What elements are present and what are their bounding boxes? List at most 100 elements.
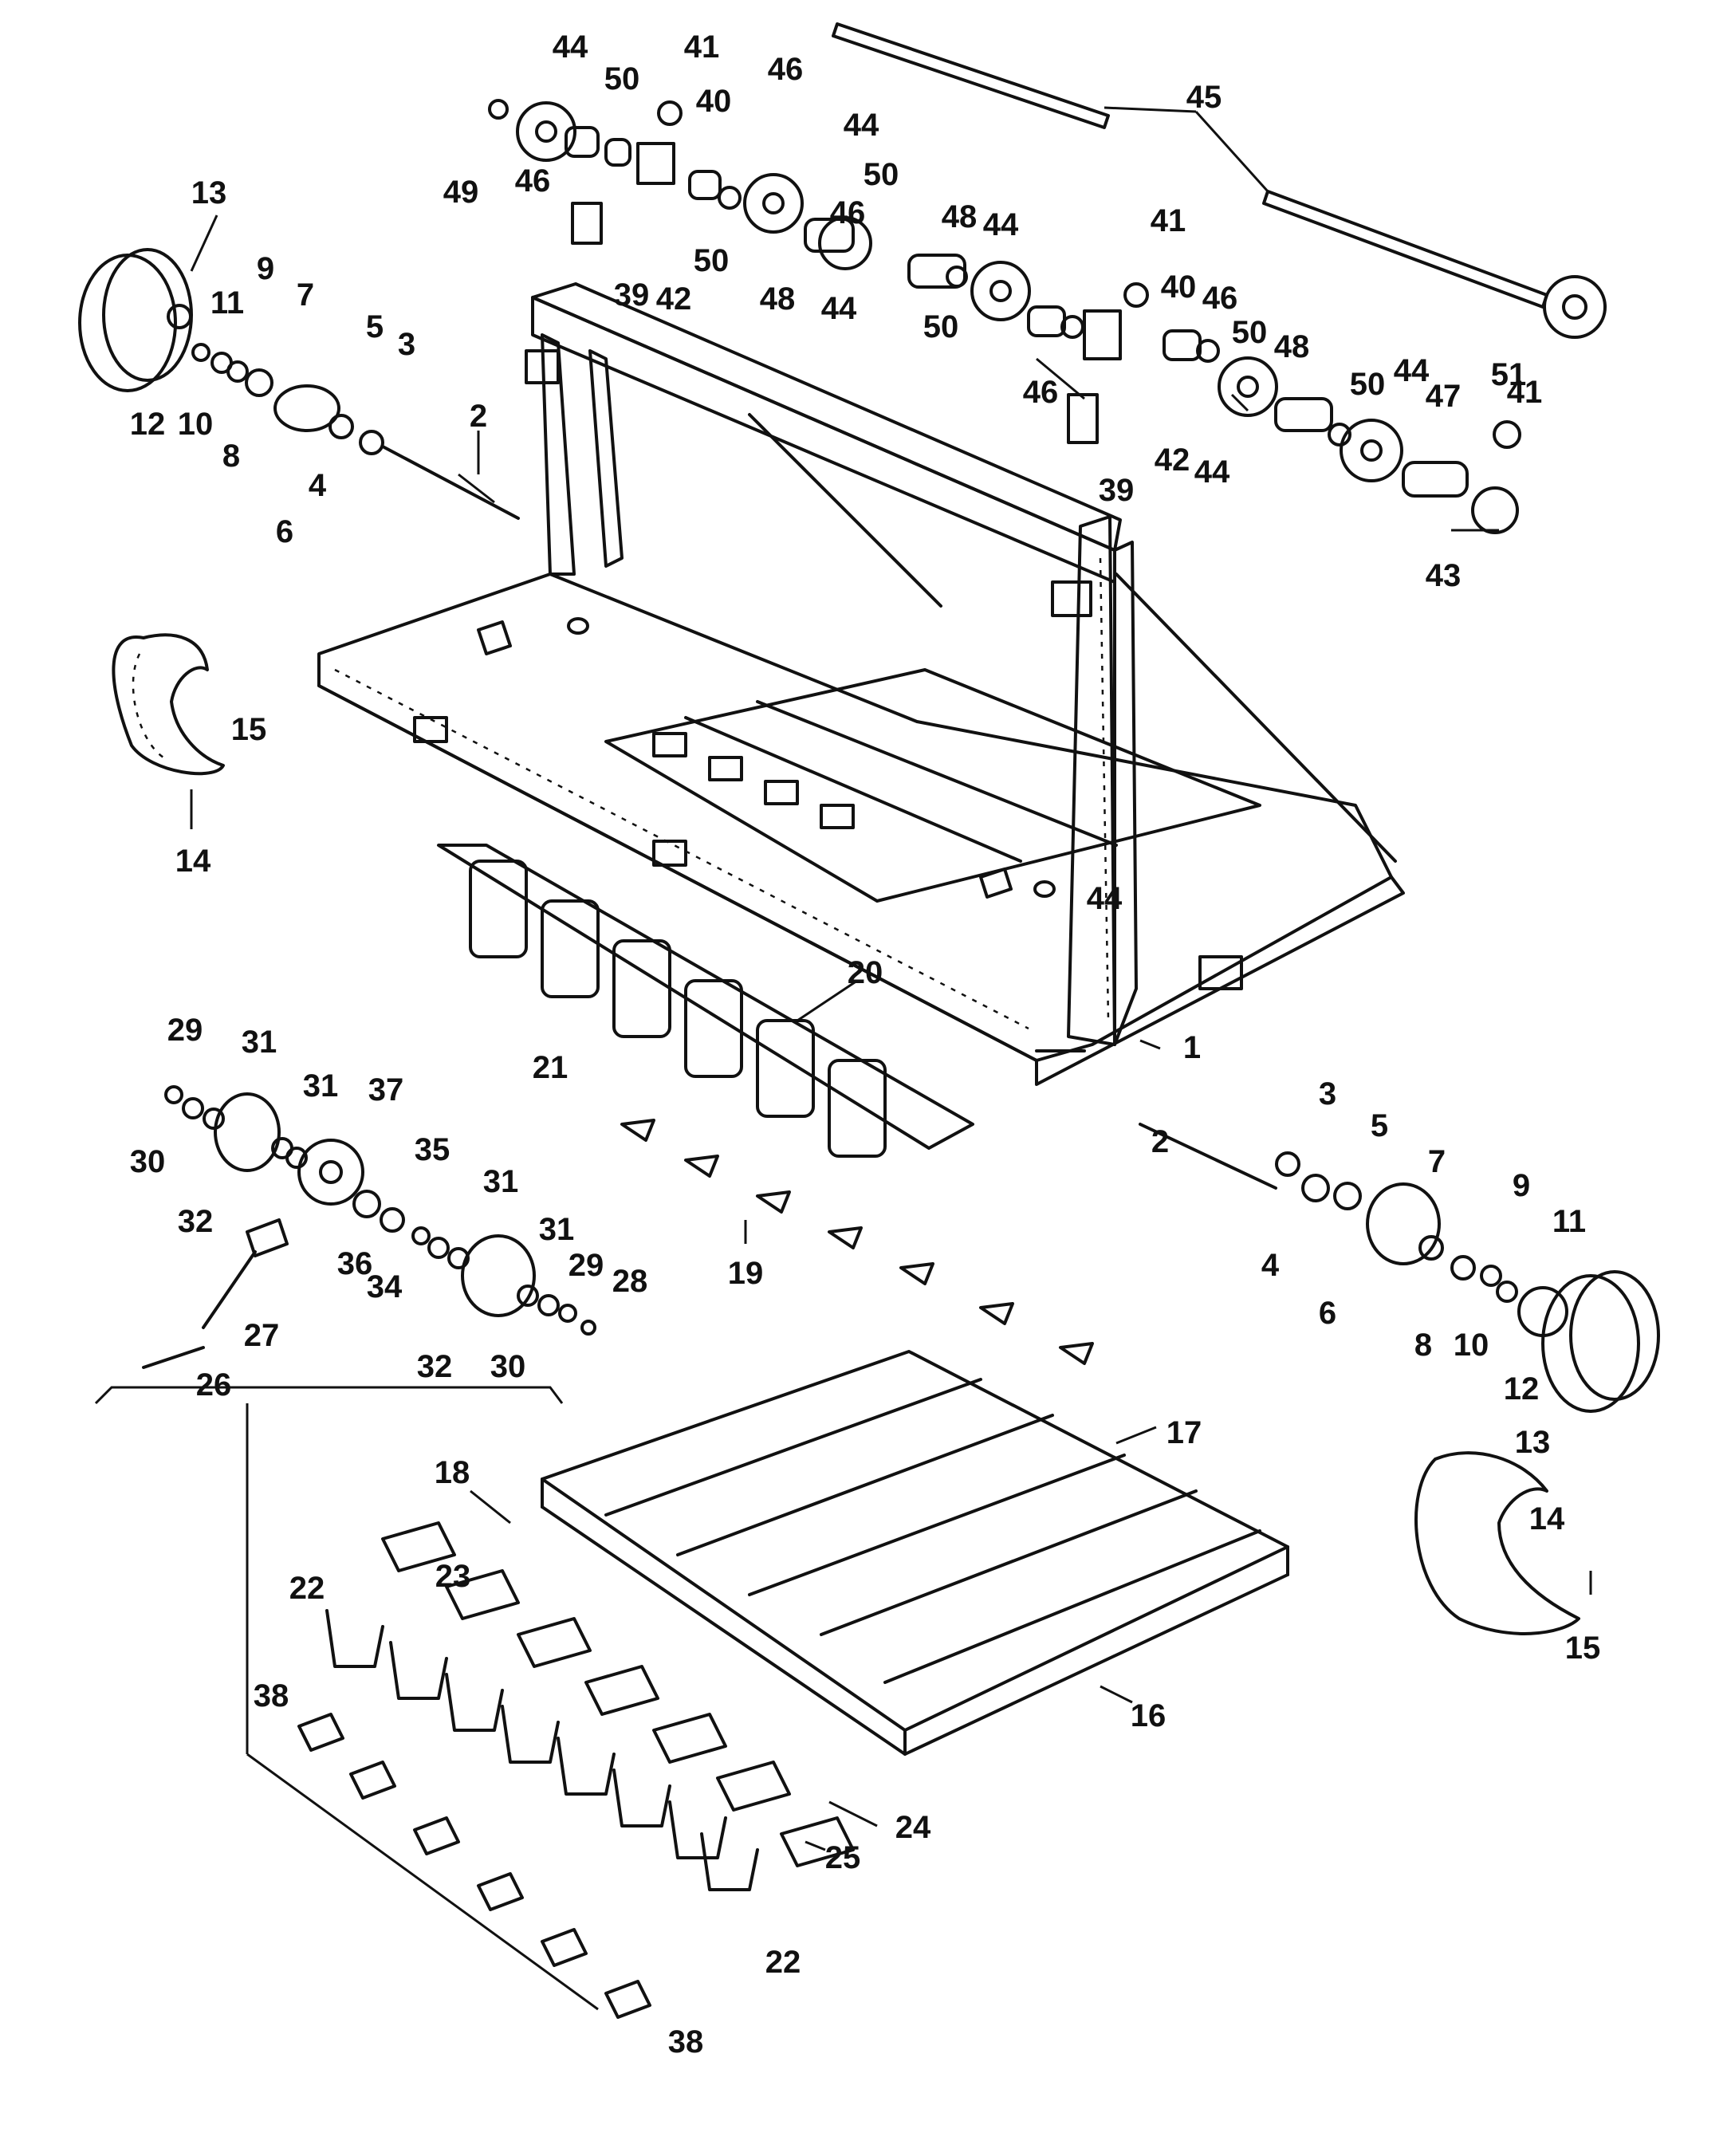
callout-label: 9 [257, 251, 274, 286]
callout-label: 46 [830, 195, 866, 230]
callout-label: 49 [443, 175, 479, 210]
callout-label: 14 [175, 844, 211, 879]
callouts: 44 41 50 40 46 45 44 49 46 50 46 39 42 5… [130, 30, 1601, 2060]
callout-label: 3 [1319, 1076, 1336, 1111]
callout-label: 47 [1426, 379, 1462, 414]
callout-label: 38 [668, 2024, 704, 2060]
bracket-row-23 [381, 1521, 855, 1867]
callout-label: 29 [167, 1013, 203, 1048]
callout-label: 30 [130, 1144, 166, 1179]
callout-label: 40 [1161, 270, 1197, 305]
callout-label: 36 [337, 1246, 373, 1281]
callout-label: 14 [1529, 1501, 1565, 1536]
callout-label: 4 [309, 468, 327, 503]
callout-label: 41 [1507, 375, 1543, 410]
callout-label: 5 [1371, 1108, 1388, 1143]
callout-label: 35 [415, 1132, 450, 1167]
callout-label: 5 [366, 309, 384, 344]
callout-label: 17 [1167, 1415, 1202, 1450]
callout-label: 45 [1186, 80, 1222, 115]
callout-label: 46 [1202, 281, 1238, 316]
callout-label: 50 [864, 157, 899, 192]
callout-label: 27 [244, 1318, 280, 1353]
callout-label: 6 [1319, 1296, 1336, 1331]
callout-label: 31 [539, 1212, 575, 1247]
callout-label: 39 [614, 277, 650, 313]
callout-label: 42 [656, 281, 692, 317]
callout-label: 22 [765, 1945, 801, 1980]
callout-label: 41 [1151, 203, 1186, 238]
callout-label: 19 [728, 1256, 764, 1291]
callout-label: 23 [435, 1559, 471, 1594]
callout-label: 44 [844, 108, 879, 143]
callout-label: 46 [515, 163, 551, 199]
floor-panel [541, 1350, 1289, 1756]
callout-label: 1 [1183, 1030, 1201, 1065]
right-tire-14 [1414, 1451, 1592, 1635]
callout-label: 10 [1454, 1328, 1489, 1363]
callout-label: 50 [1232, 315, 1268, 350]
callout-label: 44 [1194, 454, 1230, 490]
callout-label: 31 [242, 1025, 277, 1060]
callout-label: 48 [942, 199, 978, 234]
callout-label: 6 [276, 514, 293, 549]
pulley-sprocket-group [142, 1085, 596, 1369]
callout-label: 50 [1350, 367, 1386, 402]
clips-19 [620, 1119, 1094, 1365]
callout-label: 40 [696, 84, 732, 119]
bracket-row-22 [325, 1609, 759, 1891]
callout-label: 3 [398, 327, 415, 362]
callout-label: 13 [1515, 1425, 1551, 1460]
callout-label: 25 [825, 1840, 861, 1875]
panel-strip [437, 844, 974, 1158]
callout-label: 46 [768, 52, 804, 87]
callout-label: 32 [417, 1349, 453, 1384]
callout-label: 50 [694, 243, 730, 278]
callout-label: 31 [483, 1164, 519, 1199]
callout-label: 48 [760, 281, 796, 317]
latches-38 [246, 1713, 651, 2019]
callout-label: 34 [367, 1269, 403, 1304]
leader-lines [190, 106, 1499, 1851]
callout-label: 44 [1087, 881, 1123, 916]
left-tire-14 [112, 633, 225, 776]
callout-label: 12 [1504, 1371, 1540, 1407]
callout-label: 28 [612, 1264, 648, 1299]
callout-label: 24 [895, 1810, 931, 1845]
sprocket-51 [1543, 275, 1607, 339]
callout-label: 11 [1552, 1204, 1586, 1239]
callout-label: 16 [1131, 1698, 1167, 1733]
callout-label: 2 [1151, 1124, 1169, 1159]
callout-label: 9 [1513, 1168, 1530, 1203]
callout-label: 44 [1394, 353, 1430, 388]
callout-label: 20 [848, 955, 883, 990]
callout-label: 21 [533, 1050, 568, 1085]
main-frame [317, 282, 1405, 1086]
left-wheel-assembly [78, 248, 520, 520]
callout-label: 7 [1428, 1144, 1446, 1179]
right-wheel-assembly [1139, 1123, 1660, 1413]
callout-label: 50 [923, 309, 959, 344]
callout-label: 13 [191, 175, 227, 210]
callout-label: 18 [435, 1455, 470, 1490]
callout-label: 44 [821, 291, 857, 326]
callout-label: 11 [210, 285, 244, 321]
callout-label: 39 [1099, 473, 1135, 508]
callout-label: 4 [1261, 1248, 1280, 1283]
callout-label: 26 [196, 1367, 232, 1403]
callout-label: 31 [303, 1068, 339, 1104]
callout-label: 30 [490, 1349, 526, 1384]
callout-label: 50 [604, 61, 640, 96]
callout-label: 8 [222, 439, 240, 474]
group-bracket [94, 1386, 564, 1405]
callout-label: 8 [1414, 1328, 1432, 1363]
callout-label: 41 [684, 30, 720, 65]
shaft-45 [832, 22, 1548, 309]
callout-label: 44 [983, 207, 1019, 242]
callout-label: 44 [553, 30, 588, 65]
callout-label: 48 [1274, 329, 1310, 364]
callout-label: 42 [1155, 443, 1190, 478]
callout-label: 37 [368, 1072, 404, 1108]
upper-drive-parts [488, 99, 1521, 534]
